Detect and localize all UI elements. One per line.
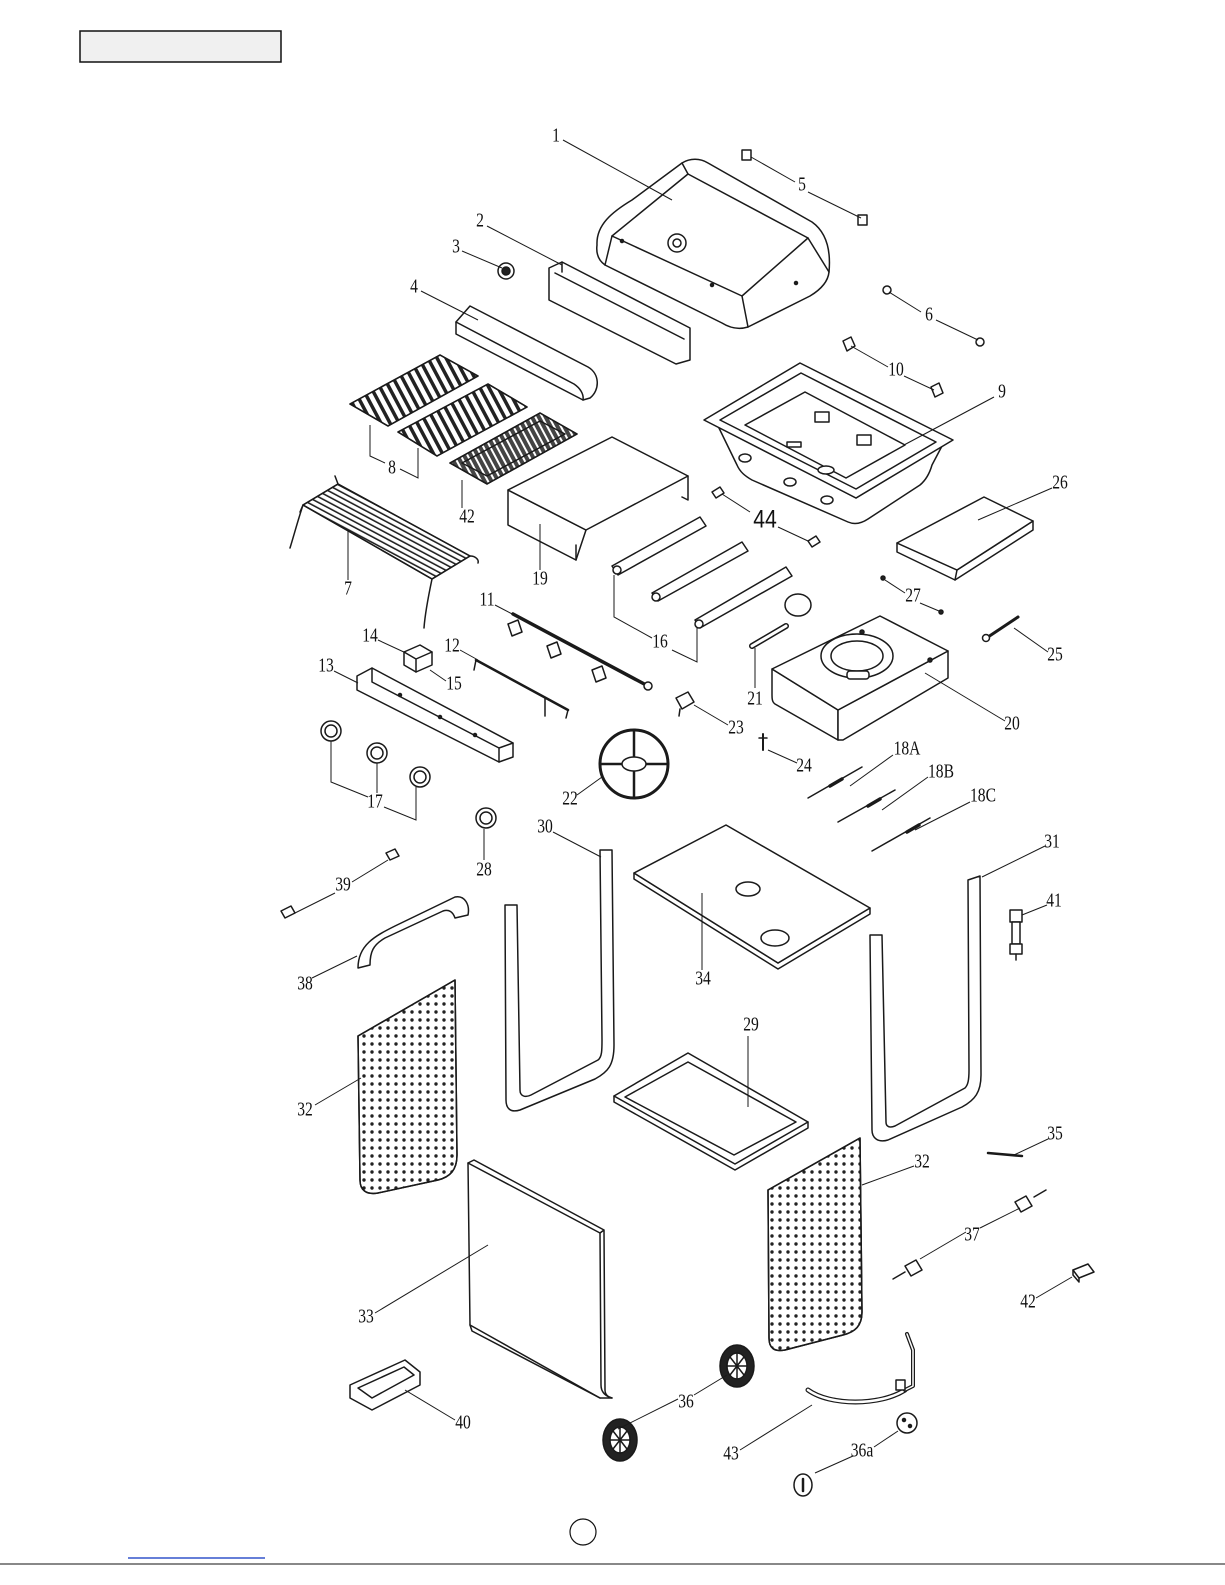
callout-5: 5 xyxy=(798,173,806,195)
part-16-burner-tubes xyxy=(612,517,792,628)
callout-37: 37 xyxy=(964,1223,980,1245)
callout-24: 24 xyxy=(796,754,812,776)
part-12-rod xyxy=(474,660,568,718)
callout-44: 44 xyxy=(753,505,777,533)
callout-27: 27 xyxy=(905,584,921,606)
callout-36a: 36a xyxy=(851,1439,874,1461)
header-box xyxy=(80,31,281,62)
callout-43: 43 xyxy=(723,1442,739,1464)
callout-32-right: 32 xyxy=(914,1150,930,1172)
part-9-firebox xyxy=(704,363,953,523)
callout-35: 35 xyxy=(1047,1122,1063,1144)
callout-21: 21 xyxy=(747,687,763,709)
callout-32-left: 32 xyxy=(297,1098,313,1120)
part-33-back-panel xyxy=(468,1160,612,1398)
callout-6: 6 xyxy=(925,303,933,325)
part-43-tank-strap xyxy=(808,1334,913,1402)
part-18-electrodes xyxy=(808,767,930,851)
part-38-handle xyxy=(358,897,468,968)
part-41-fitting xyxy=(1010,910,1022,960)
callout-33: 33 xyxy=(358,1305,374,1327)
part-32-right-side-panel xyxy=(768,1138,862,1351)
callout-31: 31 xyxy=(1044,830,1060,852)
callout-28: 28 xyxy=(476,858,492,880)
callout-7: 7 xyxy=(344,577,352,599)
callout-2: 2 xyxy=(476,209,484,231)
part-29-lower-tray xyxy=(614,1053,808,1170)
callout-19: 19 xyxy=(532,567,548,589)
callout-20: 20 xyxy=(1004,712,1020,734)
callout-14: 14 xyxy=(362,624,378,646)
part-26-side-shelf xyxy=(897,497,1033,580)
callout-11: 11 xyxy=(479,588,494,610)
callout-18b: 18B xyxy=(928,760,954,782)
part-6-nuts xyxy=(883,286,984,346)
callout-29: 29 xyxy=(743,1013,759,1035)
part-23-valve xyxy=(676,692,694,716)
part-14-ignition-module xyxy=(404,645,432,672)
part-21-side-burner xyxy=(752,594,811,646)
callout-39: 39 xyxy=(335,873,351,895)
part-17-control-knobs xyxy=(321,721,430,787)
part-3-knob xyxy=(498,263,514,279)
callout-36: 36 xyxy=(678,1390,694,1412)
part-20-side-burner-housing xyxy=(772,616,948,740)
part-11-manifold xyxy=(508,614,652,690)
part-25-bolt xyxy=(983,617,1019,642)
callout-10: 10 xyxy=(888,358,904,380)
callout-25: 25 xyxy=(1047,643,1063,665)
part-31-right-leg-frame xyxy=(870,876,981,1141)
callout-9: 9 xyxy=(998,380,1006,402)
callout-15: 15 xyxy=(446,672,462,694)
callout-1: 1 xyxy=(552,124,560,146)
part-42-clip xyxy=(1073,1264,1094,1282)
callout-8: 8 xyxy=(388,456,396,478)
callout-42-bottom: 42 xyxy=(1020,1290,1036,1312)
callout-22: 22 xyxy=(562,787,578,809)
callout-34: 34 xyxy=(695,967,711,989)
callout-38: 38 xyxy=(297,972,313,994)
part-34-bottom-deck xyxy=(634,825,870,969)
callout-4: 4 xyxy=(410,275,418,297)
callout-30: 30 xyxy=(537,815,553,837)
page-number-circle xyxy=(570,1519,596,1545)
callout-23: 23 xyxy=(728,716,744,738)
callout-18c: 18C xyxy=(970,784,996,806)
part-22-burner-grate xyxy=(600,730,668,798)
part-30-left-leg-frame xyxy=(505,850,614,1111)
callout-13: 13 xyxy=(318,654,334,676)
callout-42-top: 42 xyxy=(459,505,475,527)
callout-26: 26 xyxy=(1052,471,1068,493)
part-24-igniter xyxy=(759,734,767,750)
callout-16: 16 xyxy=(652,630,668,652)
callout-3: 3 xyxy=(452,235,460,257)
part-28-side-burner-knob xyxy=(476,808,496,828)
callout-40: 40 xyxy=(455,1411,471,1433)
part-32-left-side-panel xyxy=(358,980,457,1193)
callout-18a: 18A xyxy=(894,737,921,759)
callout-12: 12 xyxy=(444,634,460,656)
part-7-warming-rack xyxy=(290,476,478,628)
part-40-grease-tray xyxy=(350,1360,420,1410)
callout-41: 41 xyxy=(1046,889,1062,911)
callout-17: 17 xyxy=(367,790,383,812)
